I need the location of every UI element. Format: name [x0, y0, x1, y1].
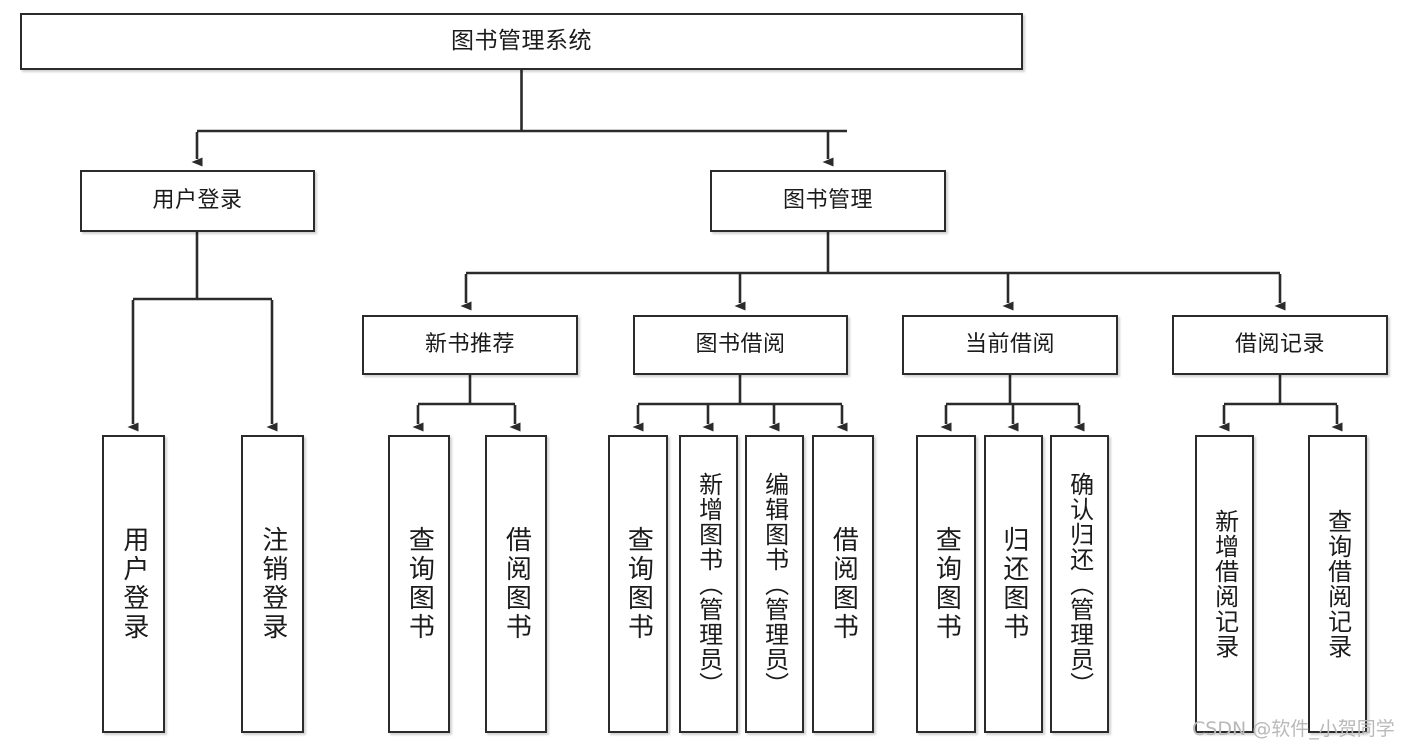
node-label: 借阅图书 [828, 526, 859, 642]
node-root-system[interactable]: 图书管理系统 [20, 13, 1023, 70]
node-book-management[interactable]: 图书管理 [710, 170, 946, 232]
leaf-query-book-current[interactable]: 查询图书 [916, 435, 976, 733]
csdn-watermark: CSDN @软件_小贺同学 [1192, 718, 1395, 740]
node-label: 新增图书（管理员） [694, 471, 723, 697]
leaf-user-login[interactable]: 用户登录 [102, 435, 165, 733]
leaf-borrow-book[interactable]: 借阅图书 [812, 435, 874, 733]
leaf-edit-book-admin[interactable]: 编辑图书（管理员） [745, 435, 804, 733]
leaf-logout-login[interactable]: 注销登录 [241, 435, 304, 733]
node-label: 用户登录 [118, 526, 149, 642]
node-borrow-record[interactable]: 借阅记录 [1172, 315, 1388, 375]
node-user-login[interactable]: 用户登录 [80, 170, 315, 232]
leaf-borrow-book-recommend[interactable]: 借阅图书 [485, 435, 547, 733]
node-label: 借阅图书 [501, 526, 532, 642]
leaf-query-book-recommend[interactable]: 查询图书 [388, 435, 450, 733]
node-label: 当前借阅 [964, 331, 1055, 357]
node-new-book-recommend[interactable]: 新书推荐 [362, 315, 578, 375]
leaf-query-borrow-record[interactable]: 查询借阅记录 [1308, 435, 1367, 733]
node-label: 新书推荐 [424, 331, 515, 357]
node-label: 编辑图书（管理员） [760, 471, 789, 697]
node-book-borrow[interactable]: 图书借阅 [633, 315, 848, 375]
node-label: 用户登录 [152, 187, 243, 213]
node-label: 图书借阅 [695, 331, 786, 357]
leaf-query-book-borrow[interactable]: 查询图书 [608, 435, 668, 733]
leaf-add-borrow-record[interactable]: 新增借阅记录 [1195, 435, 1254, 733]
node-label: 查询图书 [404, 526, 435, 642]
node-label: 查询图书 [931, 526, 962, 642]
leaf-add-book-admin[interactable]: 新增图书（管理员） [679, 435, 738, 733]
node-label: 注销登录 [257, 526, 288, 642]
node-label: 图书管理系统 [451, 27, 592, 54]
node-label: 图书管理 [782, 187, 873, 213]
node-label: 查询借阅记录 [1323, 509, 1352, 659]
node-label: 查询图书 [623, 526, 654, 642]
node-label: 确认归还（管理员） [1065, 471, 1094, 697]
leaf-confirm-return-admin[interactable]: 确认归还（管理员） [1050, 435, 1109, 733]
node-label: 新增借阅记录 [1210, 509, 1239, 659]
leaf-return-book[interactable]: 归还图书 [984, 435, 1043, 733]
node-label: 借阅记录 [1234, 331, 1325, 357]
node-current-borrow[interactable]: 当前借阅 [902, 315, 1118, 375]
node-label: 归还图书 [998, 526, 1029, 642]
